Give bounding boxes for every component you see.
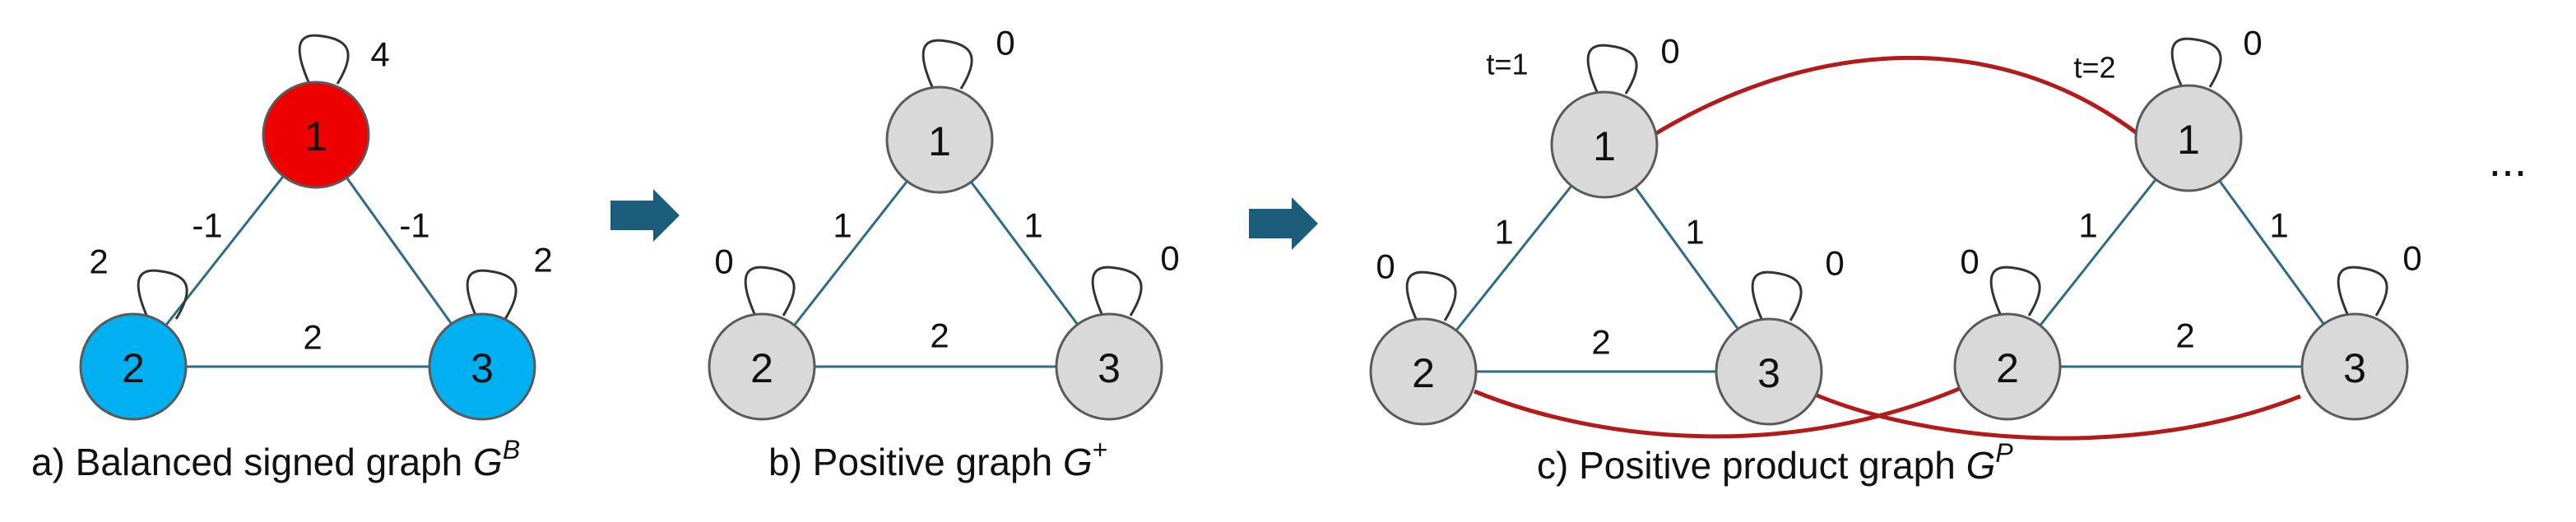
self-loop-b-2: [744, 266, 796, 316]
self-loop-weight-b-3: 0: [1160, 239, 1179, 278]
node-c2-1: 1: [2134, 84, 2243, 192]
self-loop-c1-2: [1405, 270, 1457, 321]
node-a-3-label: 3: [471, 345, 494, 391]
edge-weight-b-1-2: 1: [833, 206, 852, 245]
node-b-1: 1: [885, 85, 994, 194]
node-b-1-label: 1: [928, 118, 951, 164]
caption-a: a) Balanced signed graph GB: [31, 435, 520, 483]
node-a-1-label: 1: [304, 113, 327, 159]
node-c1-3-circle: [1715, 317, 1823, 426]
node-c1-1: 1: [1550, 90, 1659, 199]
caption-b-text: b) Positive graph: [768, 441, 1063, 483]
node-b-2: 2: [708, 312, 816, 421]
node-c2-2: 2: [1953, 312, 2062, 421]
node-a-3: 3: [428, 312, 536, 421]
caption-a-text: a) Balanced signed graph: [31, 441, 473, 483]
node-c1-2-circle: [1369, 317, 1478, 426]
time-label-t2: t=2: [2073, 51, 2115, 85]
node-c1-1-circle: [1550, 90, 1659, 199]
self-loop-weight-c1-3: 0: [1825, 244, 1844, 283]
cross-edge-2t1-2t2: [1474, 384, 1966, 439]
self-loop-c2-3: [2337, 266, 2388, 316]
caption-c-symbol: G: [1966, 444, 1996, 487]
continuation-ellipsis: ...: [2489, 134, 2527, 186]
edge-weight-a-1-2: -1: [192, 206, 222, 245]
time-label-t1: t=1: [1486, 48, 1528, 81]
self-loop-weight-a-2: 2: [89, 243, 108, 281]
cross-edge-3t1-3t2: [1814, 392, 2301, 441]
node-c2-2-circle: [1953, 312, 2062, 421]
node-b-1-circle: [885, 85, 994, 194]
self-loop-a-2: [137, 269, 188, 320]
node-c1-2-label: 2: [1412, 350, 1435, 396]
edge-weight-b-2-3: 2: [930, 316, 949, 355]
caption-b: b) Positive graph G+: [768, 435, 1107, 483]
node-c1-3: 3: [1715, 317, 1823, 426]
self-loop-weight-c2-2: 0: [1960, 243, 1979, 281]
node-a-3-circle: [428, 312, 536, 421]
node-a-1: 1: [262, 81, 370, 189]
node-b-3: 3: [1055, 312, 1163, 421]
panel-c-positive-product-graph: 1 2 3 t=1 0 0 0 1 1 2: [1369, 24, 2527, 487]
node-a-1-circle: [262, 81, 370, 189]
transform-arrow-2: [1249, 197, 1318, 250]
self-loop-b-1: [921, 39, 973, 90]
node-a-2-label: 2: [122, 345, 145, 391]
self-loop-b-3: [1091, 266, 1143, 316]
product-copy-t1: 1 2 3 t=1 0 0 0 1 1 2: [1369, 32, 1845, 426]
self-loop-c2-1: [2170, 37, 2222, 88]
panel-a-balanced-signed-graph: 1 2 3 4 2 2 -1 -1 2 a) Balanced signed g…: [31, 34, 553, 483]
node-b-3-label: 3: [1098, 345, 1121, 391]
edge-weight-c2-1-2: 1: [2078, 206, 2097, 245]
node-c1-2: 2: [1369, 317, 1478, 426]
node-c2-2-label: 2: [1996, 345, 2019, 391]
caption-a-superscript: B: [503, 435, 520, 464]
edge-weight-c2-2-3: 2: [2175, 316, 2194, 355]
caption-c-text: c) Positive product graph: [1537, 444, 1966, 487]
self-loop-weight-a-1: 4: [370, 35, 389, 74]
node-c1-1-label: 1: [1593, 123, 1616, 169]
edge-weight-a-2-3: 2: [303, 318, 322, 357]
self-loop-a-1: [298, 34, 350, 85]
node-b-2-circle: [708, 312, 816, 421]
node-c1-3-label: 3: [1757, 350, 1780, 396]
node-c2-3-circle: [2300, 312, 2409, 421]
cross-edge-1t1-1t2: [1652, 55, 2141, 137]
product-copy-t2: 1 2 3 t=2 0 0 0 1 1 2: [1953, 24, 2422, 421]
node-b-2-label: 2: [750, 345, 773, 391]
caption-c: c) Positive product graph GP: [1537, 438, 2013, 487]
node-b-3-circle: [1055, 312, 1163, 421]
self-loop-c1-1: [1586, 44, 1638, 95]
self-loop-weight-c2-1: 0: [2243, 24, 2262, 62]
self-loop-weight-c1-1: 0: [1660, 32, 1679, 71]
self-loop-c1-3: [1751, 270, 1803, 321]
node-a-2: 2: [79, 312, 188, 421]
self-loop-c2-2: [1989, 266, 2041, 316]
panel-b-positive-graph: 1 2 3 0 0 0 1 1 2 b) Positive graph G+: [708, 24, 1180, 483]
self-loop-weight-b-1: 0: [996, 24, 1014, 62]
node-c2-1-label: 1: [2177, 117, 2200, 163]
caption-b-symbol: G: [1063, 441, 1093, 483]
self-loop-weight-c2-3: 0: [2402, 239, 2421, 278]
edge-weight-c1-1-2: 1: [1494, 213, 1513, 252]
edge-weight-c1-1-3: 1: [1685, 213, 1704, 252]
node-c2-1-circle: [2134, 84, 2243, 192]
self-loop-weight-c1-2: 0: [1376, 247, 1395, 286]
node-a-2-circle: [79, 312, 188, 421]
self-loop-weight-b-2: 0: [714, 243, 733, 281]
node-c2-3-label: 3: [2343, 345, 2366, 391]
edge-weight-c2-1-3: 1: [2269, 206, 2288, 245]
node-c2-3: 3: [2300, 312, 2409, 421]
caption-c-superscript: P: [1995, 438, 2013, 468]
self-loop-weight-a-3: 2: [533, 241, 552, 279]
caption-b-superscript: +: [1093, 435, 1108, 464]
self-loop-a-3: [466, 269, 518, 320]
edge-weight-b-1-3: 1: [1023, 206, 1042, 245]
edge-weight-c1-2-3: 2: [1591, 323, 1610, 362]
transform-arrow-1: [610, 189, 680, 242]
edge-weight-a-1-3: -1: [399, 206, 429, 245]
caption-a-symbol: G: [473, 441, 503, 483]
